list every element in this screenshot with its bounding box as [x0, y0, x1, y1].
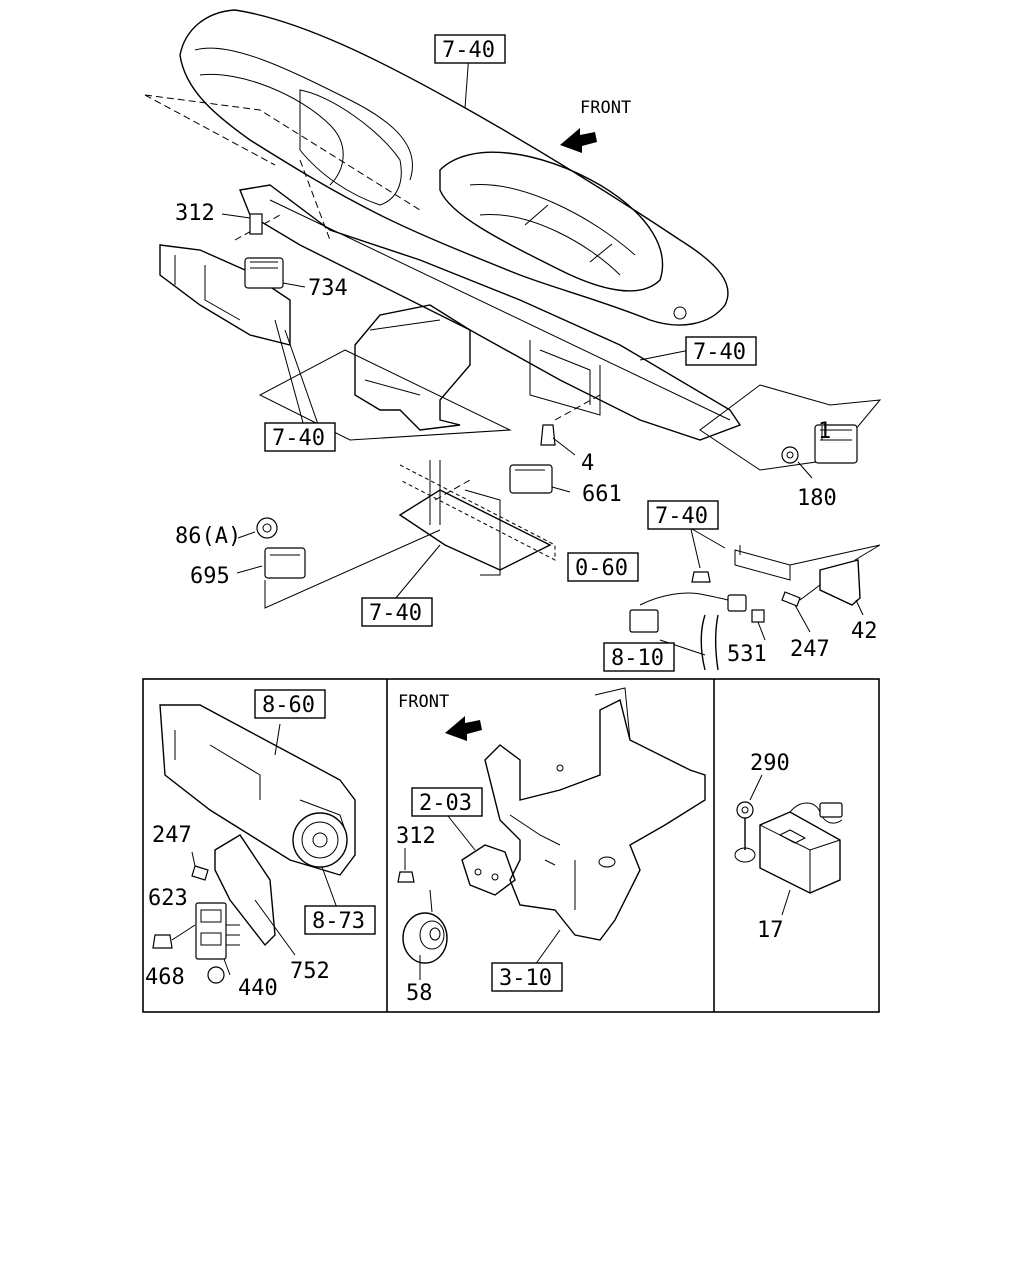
inset-right-sensor — [734, 774, 843, 916]
part-752: 752 — [290, 959, 330, 984]
bolt-247 — [781, 591, 801, 607]
part-468: 468 — [145, 965, 185, 990]
part-58: 58 — [406, 981, 433, 1006]
svg-text:8-73: 8-73 — [312, 909, 365, 934]
nut-86a — [256, 517, 278, 539]
inset-left-blower — [152, 704, 356, 984]
bolt-harness-bracket — [691, 571, 711, 583]
svg-text:3-10: 3-10 — [499, 966, 552, 991]
ref-box-crossbar-right: 7-40 — [685, 336, 757, 366]
bracket-42 — [819, 559, 861, 606]
dashboard-panel — [179, 9, 729, 326]
resistor-bracket-752 — [214, 834, 276, 947]
ref-box-harness-bracket: 7-40 — [647, 500, 719, 530]
part-42: 42 — [851, 619, 878, 644]
relay-734 — [244, 257, 284, 289]
front-arrow-inset-icon — [445, 716, 482, 741]
ref-box-inset-center-bottom: 3-10 — [491, 962, 563, 992]
sensor-17 — [759, 811, 841, 894]
ref-box-left-bracket: 7-40 — [264, 422, 336, 452]
harness-group — [629, 544, 881, 671]
nut-180 — [781, 446, 799, 464]
svg-text:8-60: 8-60 — [262, 693, 315, 718]
nut-290 — [736, 801, 754, 819]
bolt-623 — [152, 934, 173, 949]
part-17: 17 — [757, 918, 784, 943]
module-661 — [509, 464, 553, 494]
connector-0-60 — [629, 609, 659, 633]
cross-car-beam — [239, 184, 742, 441]
part-247-inset: 247 — [152, 823, 192, 848]
connector-17 — [819, 802, 843, 818]
horn-58 — [402, 912, 448, 964]
connector-small — [727, 594, 747, 612]
front-indicator-top: FRONT — [560, 98, 631, 153]
part-661: 661 — [582, 482, 622, 507]
part-531: 531 — [727, 642, 767, 667]
screw-312-top — [249, 213, 263, 235]
ref-box-inset-center-top: 2-03 — [411, 787, 483, 817]
screw-4 — [540, 424, 556, 446]
part-290: 290 — [750, 751, 790, 776]
clip-531 — [751, 609, 765, 623]
screw-312-inset — [397, 871, 415, 883]
nut-468 — [207, 966, 225, 984]
ref-box-inset-left-bottom: 8-73 — [304, 905, 376, 935]
front-label-inset: FRONT — [398, 692, 449, 712]
part-1: 1 — [818, 419, 831, 444]
part-312-inset: 312 — [396, 824, 436, 849]
part-312-top: 312 — [175, 201, 215, 226]
svg-text:7-40: 7-40 — [693, 340, 746, 365]
center-frame-bracket — [258, 304, 512, 441]
part-86a: 86(A) — [175, 524, 241, 549]
part-4: 4 — [581, 451, 594, 476]
horn-bracket — [461, 844, 516, 896]
part-695: 695 — [190, 564, 230, 589]
left-bracket — [159, 213, 306, 346]
right-sensor-group — [699, 384, 882, 479]
part-440: 440 — [238, 976, 278, 1001]
svg-text:7-40: 7-40 — [442, 38, 495, 63]
screw-247-inset — [191, 865, 209, 881]
svg-text:7-40: 7-40 — [369, 601, 422, 626]
front-arrow-icon — [560, 128, 597, 153]
ref-box-center-bracket: 7-40 — [361, 597, 433, 627]
part-734: 734 — [308, 276, 348, 301]
part-247-top: 247 — [790, 637, 830, 662]
svg-text:7-40: 7-40 — [272, 426, 325, 451]
ref-box-inset-left-top: 8-60 — [254, 689, 326, 719]
svg-text:0-60: 0-60 — [575, 556, 628, 581]
left-switch-group — [236, 517, 441, 609]
sensor-1 — [814, 424, 858, 464]
svg-text:2-03: 2-03 — [419, 791, 472, 816]
part-180: 180 — [797, 486, 837, 511]
part-623: 623 — [148, 886, 188, 911]
inset-frame — [142, 678, 880, 1013]
svg-text:7-40: 7-40 — [655, 504, 708, 529]
svg-text:8-10: 8-10 — [611, 646, 664, 671]
ref-box-harness: 8-10 — [603, 642, 675, 672]
front-label-top: FRONT — [580, 98, 631, 118]
switch-695 — [264, 547, 306, 579]
ref-box-dash-top: 7-40 — [434, 34, 506, 64]
center-module-bracket — [398, 424, 576, 576]
ref-box-connector: 0-60 — [567, 552, 639, 582]
inset-center-horn: FRONT — [397, 687, 706, 980]
